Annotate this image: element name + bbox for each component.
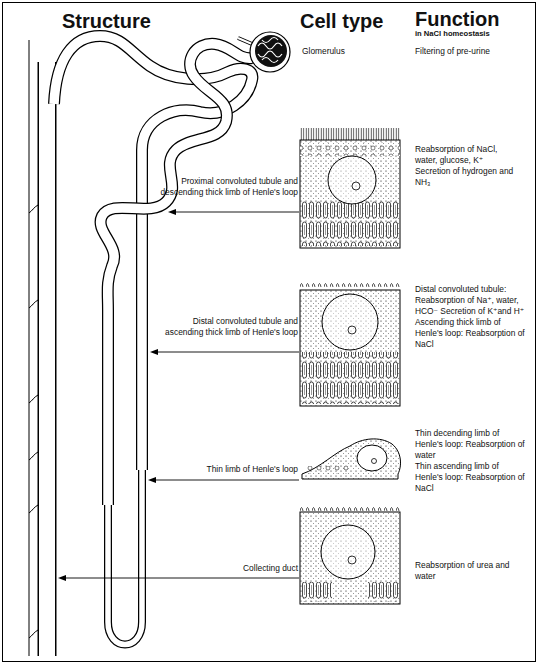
collecting-duct-cell [300,506,400,604]
thin-limb-cell [302,439,400,479]
function-text: Filtering of pre-urine [415,46,525,57]
frame [3,3,536,662]
function-text: Thin decending limb of Henle's loop: Rea… [415,428,525,461]
structure-label: Glomerulus [302,46,402,57]
distal-cell [300,283,400,406]
function-text: Distal convoluted tubule: Reabsorption o… [415,284,525,317]
function-text: Thin ascending limb of Henle's loop: Rea… [415,461,525,494]
column-heading: Structure [62,10,182,32]
function-group: Thin decending limb of Henle's loop: Rea… [415,428,525,494]
structure-label: Proximal convoluted tubule and descendin… [160,176,298,198]
structure-label: Distal convoluted tubule and ascending t… [160,316,298,338]
glomerulus-symbol [238,32,290,72]
function-text: Ascending thick limb of Henle's loop: Re… [415,317,525,350]
column-subheading: in NaCl homeostasis [415,29,530,38]
function-text: Reabsorption of urea and water [415,560,515,582]
function-group: Distal convoluted tubule: Reabsorption o… [415,284,525,350]
column-heading: Cell type [300,10,420,32]
collecting-duct [29,40,47,656]
function-text: Reabsorption of NaCl, water, glucose, K⁺… [415,144,515,188]
structure-label: Collecting duct [180,563,298,574]
leader-arrow [58,209,299,581]
column-heading: Function [415,8,530,30]
proximal-cell [300,128,400,248]
structure-label: Thin limb of Henle's loop [160,464,298,475]
nephron-tubule [54,36,252,645]
